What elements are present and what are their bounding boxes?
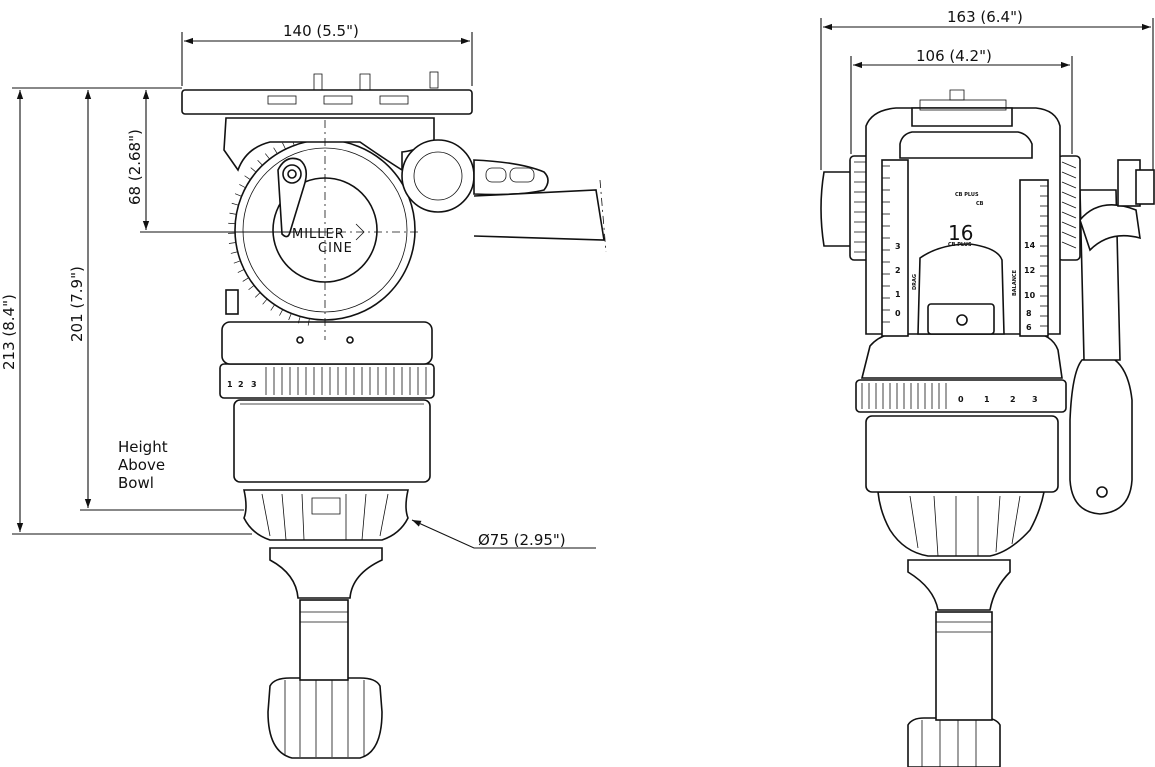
side-stem [299, 599, 349, 681]
dim-overall-width-front: 163 (6.4") [947, 8, 1023, 26]
tick-mark [265, 153, 270, 160]
note-height-line1: Height [118, 438, 168, 456]
side-base-cylinder [233, 399, 431, 483]
model-number: 16 [948, 221, 973, 245]
drag-number-3: 3 [895, 242, 901, 251]
tick-mark [237, 269, 245, 273]
side-base-housing [221, 321, 433, 365]
front-bowl [877, 491, 1045, 557]
front-stem [935, 611, 993, 721]
tick-mark [282, 142, 286, 150]
balance-number-12: 12 [1024, 266, 1035, 275]
balance-label: BALANCE [1012, 269, 1018, 296]
dim-body-width-front: 106 (4.2") [916, 47, 992, 65]
balance-number-8: 8 [1026, 309, 1032, 318]
tick-mark [307, 318, 310, 326]
front-ring-number-2: 2 [1010, 395, 1016, 404]
tick-mark [273, 147, 278, 154]
front-camera-plate [911, 107, 1013, 127]
tick-mark [231, 202, 239, 206]
side-view: 1 2 3 MILLER CINE [181, 71, 607, 759]
tick-mark [234, 193, 242, 197]
side-camera-plate [181, 89, 473, 115]
brand-name-top: MILLER [292, 227, 345, 242]
side-pan-tube [473, 189, 605, 241]
side-pan-arm [473, 159, 549, 196]
front-dimensions: 163 (6.4") 106 (4.2") [820, 8, 1154, 170]
side-pan-handle-knob [401, 139, 475, 213]
dim-bowl-diameter: Ø75 (2.95") [478, 531, 566, 549]
tick-mark [262, 298, 268, 305]
note-height-line3: Bowl [118, 474, 154, 492]
tick-mark [233, 260, 241, 264]
tick-mark [254, 292, 261, 298]
drag-number-2: 2 [895, 266, 901, 275]
dim-pan-axis-height: 68 (2.68") [126, 129, 144, 205]
balance-number-14: 14 [1024, 241, 1036, 250]
front-ring-number-0: 0 [958, 395, 964, 404]
side-dimensions: 140 (5.5") 68 (2.68") 201 (7.9") 213 (8.… [0, 22, 596, 549]
side-clamp-funnel [269, 547, 383, 599]
tick-mark [229, 212, 237, 215]
balance-number-6: 6 [1026, 323, 1032, 332]
dim-height-above-bowl: 201 (7.9") [68, 266, 86, 342]
tick-mark [270, 304, 275, 311]
tick-mark [248, 285, 255, 290]
note-height-line2: Above [118, 456, 165, 474]
front-ring-number-3: 3 [1032, 395, 1038, 404]
front-base-housing [860, 331, 1063, 379]
model-sub-label: CB PLUS [948, 242, 972, 248]
side-ring-number-3: 3 [251, 380, 257, 389]
tick-mark [279, 309, 284, 316]
side-ring-number-1: 1 [227, 380, 233, 389]
drag-label: DRAG [912, 274, 918, 290]
front-base-cylinder [865, 415, 1059, 493]
side-leveling-knob [267, 677, 383, 759]
front-drag-scale [881, 159, 909, 337]
front-drag-ring [855, 379, 1067, 413]
tick-mark [239, 184, 246, 189]
side-ring-number-2: 2 [238, 380, 244, 389]
tick-mark [242, 277, 249, 282]
front-balance-scale [1019, 179, 1049, 337]
cb-plus-label: CB PLUS [955, 192, 979, 198]
front-clamp-funnel [907, 559, 1011, 611]
cb-label: CB [976, 201, 984, 207]
front-view: 0 1 2 3 3 2 1 0 DRAG 16 CB PLUS [820, 89, 1155, 767]
brand-name-bottom: CINE [318, 241, 353, 256]
tick-mark [244, 175, 251, 180]
tick-mark [228, 242, 236, 244]
front-pan-handle [1069, 355, 1133, 515]
drag-number-1: 1 [895, 290, 901, 299]
tick-mark [230, 251, 238, 254]
dim-overall-height: 213 (8.4") [0, 294, 18, 370]
dim-top-plate-width: 140 (5.5") [283, 22, 359, 40]
drag-number-0: 0 [895, 309, 901, 318]
tick-mark [257, 159, 263, 166]
front-head-body [865, 107, 1061, 335]
tick-mark [297, 316, 301, 324]
balance-number-10: 10 [1024, 291, 1036, 300]
tick-mark [250, 167, 257, 173]
tick-mark [288, 313, 292, 321]
front-ring-number-1: 1 [984, 395, 990, 404]
side-bowl [243, 489, 409, 541]
front-left-knob [820, 171, 853, 247]
